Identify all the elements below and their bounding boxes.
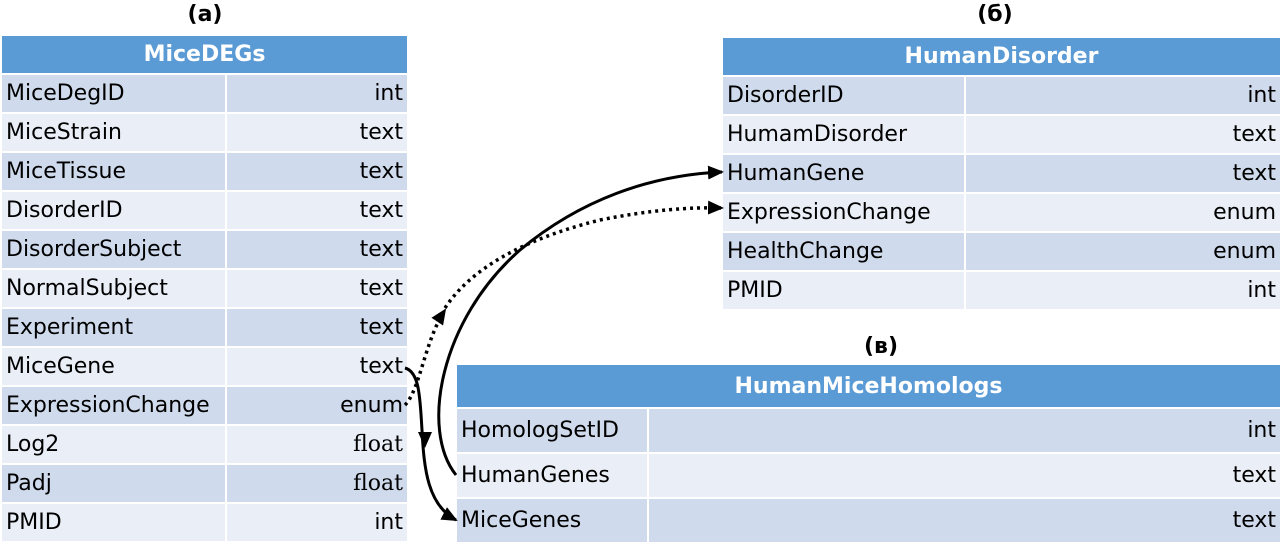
homologs-field-type: text bbox=[649, 499, 1280, 542]
human-mice-homologs-title: HumanMiceHomologs bbox=[457, 365, 1280, 407]
mice-degs-field-type: text bbox=[227, 231, 407, 268]
human-disorder-field-name: HumanGene bbox=[723, 155, 966, 192]
homologs-field-type: int bbox=[649, 409, 1280, 452]
mice-degs-field-name: ExpressionChange bbox=[2, 387, 227, 424]
mice-degs-field-type: text bbox=[227, 114, 407, 151]
mice-degs-field-type: int bbox=[227, 504, 407, 541]
mice-degs-field-name: MiceTissue bbox=[2, 153, 227, 190]
human-disorder-field-name: PMID bbox=[723, 272, 966, 309]
mice-degs-field-name: Experiment bbox=[2, 309, 227, 346]
human-disorder-field-name: HumamDisorder bbox=[723, 116, 966, 153]
homologs-field-type: text bbox=[649, 454, 1280, 497]
mice-degs-field-type: enum bbox=[227, 387, 407, 424]
homologs-field-name: HumanGenes bbox=[457, 454, 649, 497]
human-disorder-field-type: int bbox=[966, 77, 1280, 114]
mice-degs-field-name: DisorderSubject bbox=[2, 231, 227, 268]
label-c: (в) bbox=[863, 334, 899, 359]
human-disorder-field-type: text bbox=[966, 116, 1280, 153]
human-disorder-field-type: text bbox=[966, 155, 1280, 192]
mice-degs-field-name: DisorderID bbox=[2, 192, 227, 229]
arrow-expressionchange-dotted-2 bbox=[443, 200, 724, 309]
mice-degs-field-type: float bbox=[227, 465, 407, 502]
mice-degs-field-type: int bbox=[227, 75, 407, 112]
human-disorder-field-name: ExpressionChange bbox=[723, 194, 966, 231]
mice-degs-field-name: NormalSubject bbox=[2, 270, 227, 307]
mice-degs-field-type: text bbox=[227, 348, 407, 385]
arrow-micegene-to-micegenes bbox=[404, 366, 458, 522]
mice-degs-field-name: MiceStrain bbox=[2, 114, 227, 151]
human-disorder-title: HumanDisorder bbox=[723, 38, 1280, 75]
arrow-expressionchange-dotted bbox=[403, 308, 447, 407]
mice-degs-field-name: MiceDegID bbox=[2, 75, 227, 112]
mice-degs-field-type: text bbox=[227, 153, 407, 190]
human-disorder-field-type: int bbox=[966, 272, 1280, 309]
mice-degs-field-name: PMID bbox=[2, 504, 227, 541]
human-disorder-field-type: enum bbox=[966, 194, 1280, 231]
mice-degs-field-name: MiceGene bbox=[2, 348, 227, 385]
mice-degs-field-type: text bbox=[227, 270, 407, 307]
mice-degs-field-name: Log2 bbox=[2, 426, 227, 463]
mice-degs-title: MiceDEGs bbox=[2, 36, 407, 73]
mice-degs-field-name: Padj bbox=[2, 465, 227, 502]
arrow-humangenes-to-humangene bbox=[437, 165, 724, 476]
human-disorder-field-type: enum bbox=[966, 233, 1280, 270]
label-a: (а) bbox=[187, 2, 223, 27]
mice-degs-field-type: float bbox=[227, 426, 407, 463]
mice-degs-field-type: text bbox=[227, 192, 407, 229]
label-b: (б) bbox=[977, 2, 1013, 27]
arrow-mid-head bbox=[418, 432, 432, 448]
homologs-field-name: HomologSetID bbox=[457, 409, 649, 452]
homologs-field-name: MiceGenes bbox=[457, 499, 649, 542]
human-disorder-field-name: HealthChange bbox=[723, 233, 966, 270]
mice-degs-field-type: text bbox=[227, 309, 407, 346]
human-disorder-field-name: DisorderID bbox=[723, 77, 966, 114]
